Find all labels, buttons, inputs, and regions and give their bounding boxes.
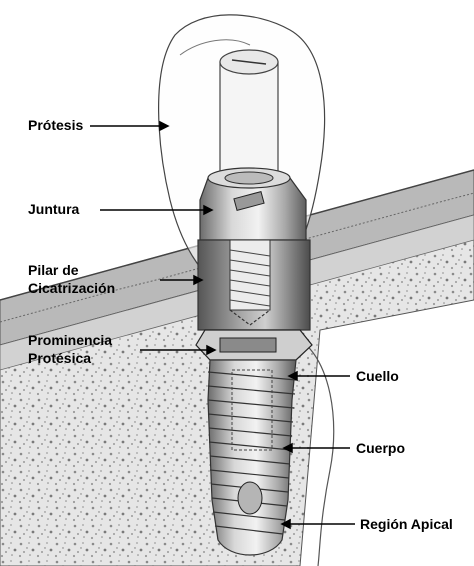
label-cuerpo: Cuerpo bbox=[356, 440, 405, 457]
label-prominencia-line1: Prominencia bbox=[28, 332, 112, 349]
label-pilar-line1: Pilar de bbox=[28, 262, 79, 279]
label-protesis: Prótesis bbox=[28, 117, 83, 134]
implant-body bbox=[208, 360, 296, 555]
label-prominencia-line2: Protésica bbox=[28, 350, 91, 367]
abutment-post bbox=[220, 50, 278, 172]
label-pilar-line2: Cicatrización bbox=[28, 280, 115, 297]
label-region-apical: Región Apical bbox=[360, 516, 453, 533]
label-juntura: Juntura bbox=[28, 201, 79, 218]
healing-cap bbox=[200, 168, 306, 240]
prosthetic-platform bbox=[196, 330, 312, 360]
abutment-body bbox=[198, 240, 310, 330]
label-cuello: Cuello bbox=[356, 368, 399, 385]
